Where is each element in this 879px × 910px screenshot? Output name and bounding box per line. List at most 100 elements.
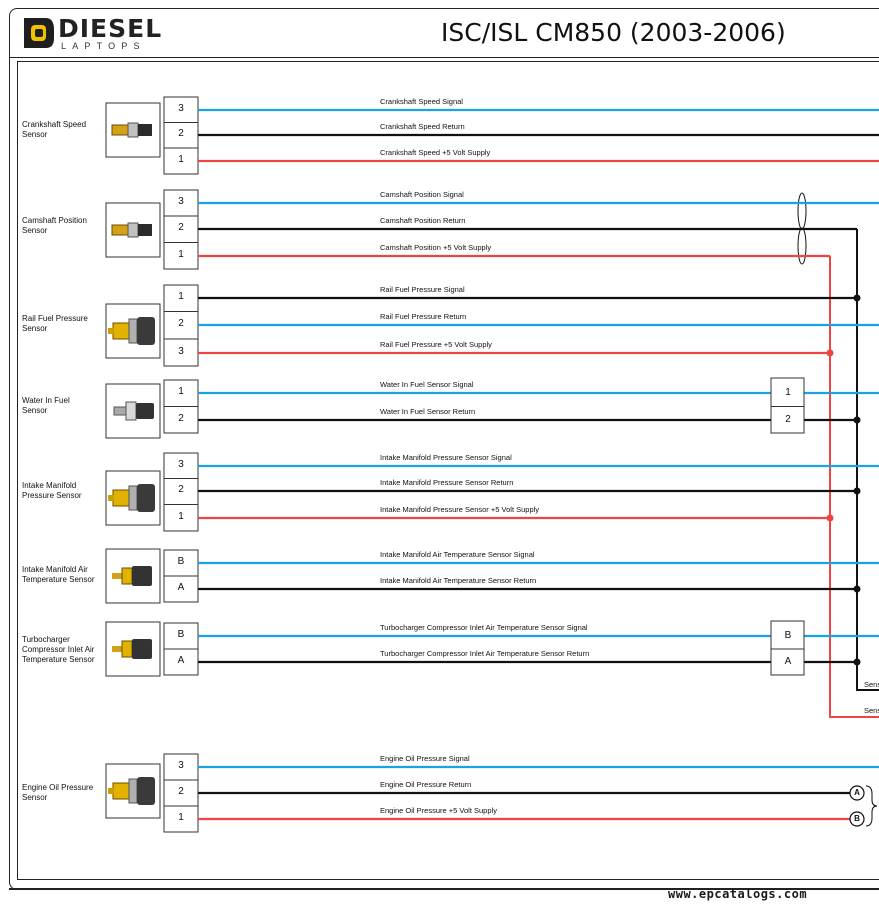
wire-label: Rail Fuel Pressure Signal bbox=[380, 285, 465, 294]
connector-pin: 2 bbox=[785, 414, 791, 425]
pin-number: 3 bbox=[178, 760, 184, 771]
page-title: ISC/ISL CM850 (2003-2006) bbox=[441, 18, 786, 47]
inline-connector bbox=[770, 377, 805, 434]
sensor-hex bbox=[112, 782, 130, 800]
wire-label: Water In Fuel Sensor Signal bbox=[380, 380, 474, 389]
shield-icon bbox=[797, 227, 807, 265]
sensor-name: Intake Manifold Pressure Sensor bbox=[22, 481, 82, 500]
splice-dot bbox=[853, 658, 861, 666]
splice-dot bbox=[853, 416, 861, 424]
sensor-name: Intake Manifold Air Temperature Sensor bbox=[22, 565, 95, 584]
pin-number: 2 bbox=[178, 786, 184, 797]
sensor-thread bbox=[113, 406, 127, 416]
pin-number: 3 bbox=[178, 196, 184, 207]
pin-number: 2 bbox=[178, 484, 184, 495]
sensor-hex bbox=[121, 640, 133, 658]
pin-number: 3 bbox=[178, 103, 184, 114]
splice-dot bbox=[853, 487, 861, 495]
wire-label: Camshaft Position Signal bbox=[380, 190, 464, 199]
connector-pin: B bbox=[784, 630, 792, 641]
terminal-letter: A bbox=[854, 788, 860, 797]
splice-dot bbox=[826, 349, 834, 357]
crank-sensor-icon bbox=[105, 102, 161, 158]
bottom-border bbox=[9, 888, 879, 890]
sensor-hex bbox=[125, 401, 137, 421]
wire-label: Camshaft Position +5 Volt Supply bbox=[380, 243, 492, 252]
sensor-hex bbox=[121, 567, 133, 585]
sensor-connector bbox=[136, 403, 154, 419]
terminal-letter: B bbox=[854, 814, 860, 823]
pin-block bbox=[163, 753, 199, 833]
shield-icon bbox=[797, 192, 807, 230]
pin-number: 1 bbox=[178, 291, 184, 302]
pin-number: 1 bbox=[178, 511, 184, 522]
wire-label: Crankshaft Speed Return bbox=[380, 122, 465, 131]
wire-label: Turbocharger Compressor Inlet Air Temper… bbox=[380, 623, 588, 632]
wire-label: Engine Oil Pressure Signal bbox=[380, 754, 470, 763]
wire-label: Rail Fuel Pressure +5 Volt Supply bbox=[380, 340, 492, 349]
pin-number: 1 bbox=[178, 249, 184, 260]
sensor-connector bbox=[138, 124, 152, 136]
sensor-nut bbox=[127, 222, 139, 238]
wire-label: Intake Manifold Pressure Sensor Return bbox=[380, 478, 514, 487]
pin-block bbox=[163, 96, 199, 175]
pin-block bbox=[163, 452, 199, 532]
bus-label-supply: Sens bbox=[864, 706, 879, 715]
splice-dot bbox=[853, 585, 861, 593]
sensor-connector bbox=[137, 317, 155, 345]
watermark-url: www.epcatalogs.com bbox=[668, 887, 808, 901]
temp-sensor-icon bbox=[105, 621, 161, 677]
wire-label: Engine Oil Pressure Return bbox=[380, 780, 472, 789]
pin-number: 3 bbox=[178, 346, 184, 357]
pin-number: A bbox=[177, 655, 185, 666]
return-bus-line bbox=[856, 229, 879, 691]
sensor-port bbox=[108, 328, 114, 334]
sensor-name: Engine Oil Pressure Sensor bbox=[22, 783, 94, 802]
wire-label: Rail Fuel Pressure Return bbox=[380, 312, 467, 321]
sensor-connector bbox=[132, 639, 152, 659]
sensor-collar bbox=[128, 778, 138, 804]
pressure-sensor-icon bbox=[105, 303, 161, 359]
grouping-brace bbox=[865, 785, 878, 827]
terminal-circle bbox=[849, 785, 865, 801]
sensor-name: Turbocharger Compressor Inlet Air Temper… bbox=[22, 635, 95, 664]
pin-number: 3 bbox=[178, 459, 184, 470]
pin-number: 1 bbox=[178, 386, 184, 397]
cam-sensor-icon bbox=[105, 202, 161, 258]
sensor-collar bbox=[128, 485, 138, 511]
wire-label: Intake Manifold Air Temperature Sensor S… bbox=[380, 550, 535, 559]
sensor-port bbox=[108, 495, 114, 501]
connector-pin: A bbox=[784, 656, 792, 667]
header-divider bbox=[9, 57, 879, 58]
sensor-connector bbox=[132, 566, 152, 586]
pin-number: 1 bbox=[178, 812, 184, 823]
sensor-tip bbox=[112, 646, 122, 652]
pin-number: 1 bbox=[178, 154, 184, 165]
wire-label: Camshaft Position Return bbox=[380, 216, 466, 225]
logo-subword: LAPTOPS bbox=[61, 41, 146, 51]
sensor-connector bbox=[137, 484, 155, 512]
logo-word: DIESEL bbox=[58, 14, 163, 43]
sensor-body bbox=[111, 224, 129, 236]
pin-block bbox=[163, 189, 199, 270]
sensor-body bbox=[111, 124, 129, 136]
sensor-name: Crankshaft Speed Sensor bbox=[22, 120, 87, 139]
wif-sensor-icon bbox=[105, 383, 161, 439]
supply-bus-line bbox=[829, 256, 879, 718]
sensor-collar bbox=[128, 318, 138, 344]
pressure-sensor-icon bbox=[105, 470, 161, 526]
wire-label: Water In Fuel Sensor Return bbox=[380, 407, 476, 416]
splice-dot bbox=[826, 514, 834, 522]
pin-number: 2 bbox=[178, 128, 184, 139]
sensor-nut bbox=[127, 122, 139, 138]
sensor-tip bbox=[112, 573, 122, 579]
sensor-name: Rail Fuel Pressure Sensor bbox=[22, 314, 88, 333]
splice-dot bbox=[853, 294, 861, 302]
wire-label: Crankshaft Speed Signal bbox=[380, 97, 463, 106]
temp-sensor-icon bbox=[105, 548, 161, 604]
terminal-circle bbox=[849, 811, 865, 827]
diagram-frame bbox=[17, 61, 879, 880]
sensor-connector bbox=[137, 777, 155, 805]
pin-number: 2 bbox=[178, 413, 184, 424]
